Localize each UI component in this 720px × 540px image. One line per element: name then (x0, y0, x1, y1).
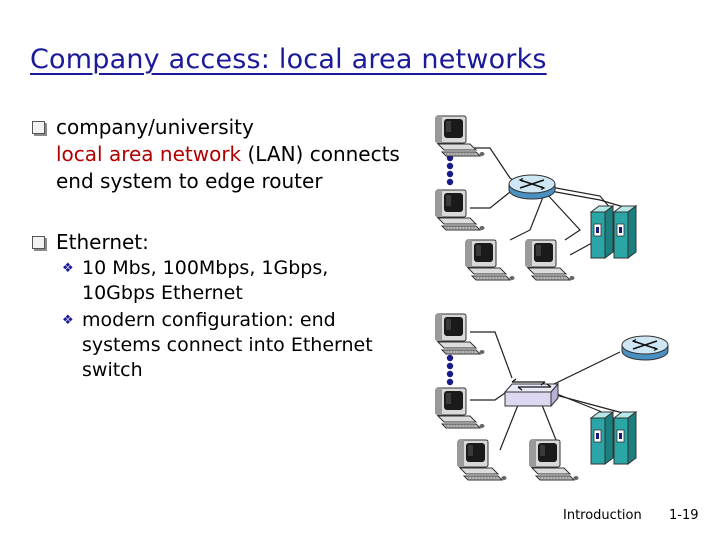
slide-title: Company access: local area networks (30, 44, 547, 75)
diamond-bullet-icon: ❖ (62, 261, 74, 276)
footer-section: Introduction (563, 508, 642, 523)
desktop-computer-icon (525, 239, 575, 281)
server-rack-icon (590, 411, 614, 465)
square-bullet-icon (32, 121, 45, 134)
desktop-computer-icon (529, 439, 579, 481)
diamond-bullet-icon: ❖ (62, 313, 74, 328)
sub-bullet-switch-text: modern configuration: end systems connec… (82, 309, 373, 381)
server-rack-icon (613, 411, 637, 465)
desktop-computer-icon (457, 439, 507, 481)
bullet-lan-highlight: local area network (56, 142, 242, 166)
server-rack-icon (590, 205, 614, 259)
square-bullet-icon (32, 236, 45, 249)
desktop-computer-icon (435, 313, 485, 355)
sub-bullet-speeds-text: 10 Mbs, 100Mbps, 1Gbps, 10Gbps Ethernet (82, 257, 329, 304)
footer-page-number: 1-19 (669, 508, 699, 523)
bullet-list: company/university local area network (L… (32, 114, 402, 383)
router-icon (621, 335, 669, 361)
server-rack-icon (613, 205, 637, 259)
router-icon (508, 174, 556, 200)
vertical-dots-icon (446, 154, 454, 186)
sub-bullet-switch: ❖ modern configuration: end systems conn… (62, 308, 402, 383)
vertical-dots-icon (446, 354, 454, 386)
sub-bullet-speeds: ❖ 10 Mbs, 100Mbps, 1Gbps, 10Gbps Etherne… (62, 256, 402, 306)
desktop-computer-icon (465, 239, 515, 281)
bullet-ethernet: Ethernet: (32, 229, 402, 256)
desktop-computer-icon (435, 115, 485, 157)
bullet-lan: company/university local area network (L… (32, 114, 402, 195)
ethernet-switch-icon (503, 378, 560, 408)
desktop-computer-icon (435, 387, 485, 429)
desktop-computer-icon (435, 189, 485, 231)
bullet-lan-text-before: company/university (56, 115, 254, 139)
bullet-ethernet-text: Ethernet: (56, 230, 149, 254)
bullet-lan-text-after: (LAN) connects end system to edge router (56, 142, 400, 193)
